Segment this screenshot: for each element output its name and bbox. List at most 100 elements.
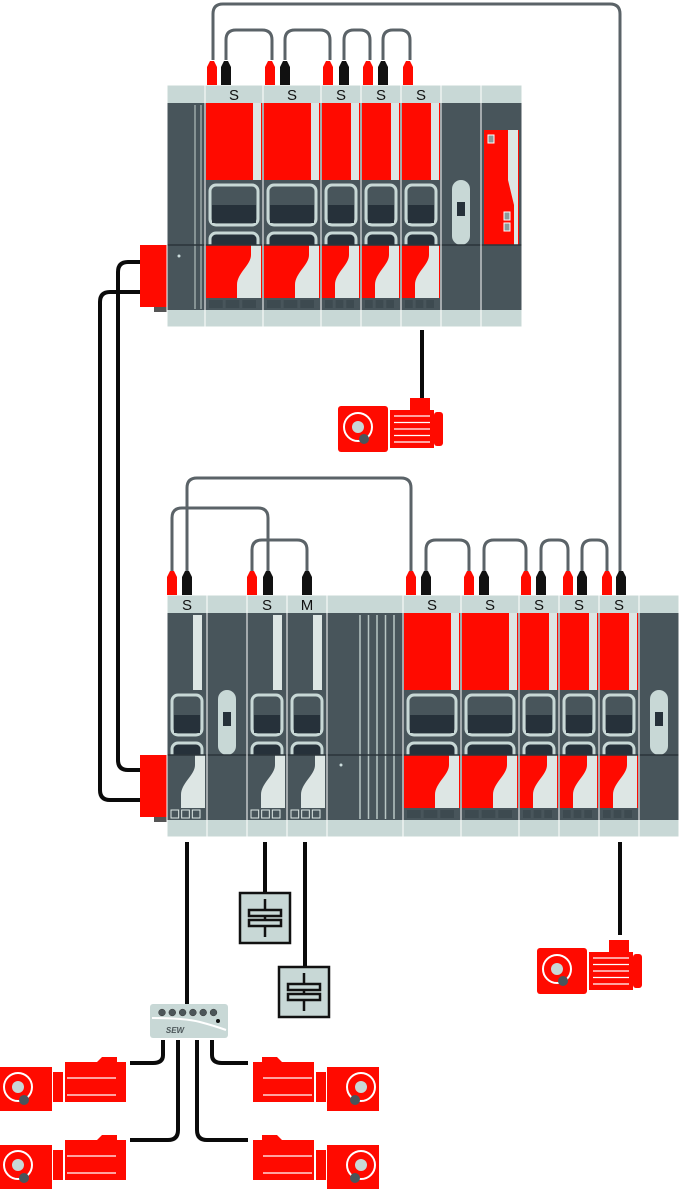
link-cable [580,538,609,572]
plug-body [339,61,349,85]
bottom-band [167,310,205,327]
gear-ring [346,1150,376,1180]
terminal [250,809,260,819]
link-cable [342,28,372,60]
bottom-band [403,820,461,837]
bottom-band [559,820,599,837]
motor-body [65,1057,126,1102]
port-icon [158,1008,166,1017]
port-icon [189,1008,197,1017]
cover-shape [613,755,637,808]
module-label: S [182,597,192,614]
link-cable [250,538,309,572]
bottom-band [361,310,401,327]
red-plug-icon [602,571,612,595]
link-cable [381,28,412,60]
display-shade [410,715,454,733]
handle-slot [457,202,465,216]
plug-body [421,571,431,595]
shaft [355,1159,367,1171]
terminal [325,300,333,308]
terminal [386,300,394,308]
terminal [225,300,240,308]
display-shade [254,715,280,733]
terminal [290,809,300,819]
black-plug-icon [421,571,431,595]
led-icon [487,134,495,144]
plug-body [403,61,413,85]
sew-distribution-box: SEW [150,1004,228,1038]
bolt [350,1173,360,1183]
bottom-band [207,820,247,837]
shaft [12,1159,24,1171]
shaft [355,1081,367,1093]
bottom-band [167,820,207,837]
gear-ring [346,1072,376,1102]
label-band [519,595,559,613]
terminal [365,300,373,308]
terminal [423,810,438,818]
label-band [401,85,441,103]
cover-shape [573,755,597,808]
terminal [544,810,552,818]
status-strip [313,615,322,690]
terminal [283,300,298,308]
label-band [327,595,403,613]
cover-shape [261,755,285,808]
red-plug-icon [403,61,413,85]
module-red: S [204,84,264,328]
link-cable [224,28,274,60]
indicator-dot [339,763,343,767]
plug-body [479,571,489,595]
label-band [263,85,321,103]
plug-body [521,571,531,595]
plug-body [563,571,573,595]
bottom-band [401,310,441,327]
plug-body [577,571,587,595]
motor-cable [210,1040,248,1065]
capacitor-plate [247,908,283,918]
module-axis: M [286,594,328,838]
plug-body [221,61,231,85]
flange [316,1072,326,1102]
bolt [350,1095,360,1105]
dc-link-cable [116,260,142,772]
shaft [352,421,364,433]
panel-strip [351,103,359,180]
terminal [407,810,421,818]
terminal [375,300,384,308]
module-red: S [402,594,462,838]
red-plug-icon [563,571,573,595]
label-band [247,595,287,613]
gear-motor-icon [338,398,443,452]
plug-body [378,61,388,85]
plug-body [363,61,373,85]
module-stripes [326,594,404,838]
cover-shape [493,755,517,808]
terminal [465,810,479,818]
plug-body [536,571,546,595]
module-red: S [360,84,402,328]
terminal [209,300,223,308]
red-plug-icon [207,61,217,85]
signal-cables [170,2,622,572]
display-shade [294,715,320,733]
terminal [170,809,180,819]
port-icon [503,222,511,232]
bottom-band [327,820,403,837]
terminal [613,810,622,818]
plug-body [207,61,217,85]
label-band [167,85,205,103]
cover-shape [237,245,261,298]
motor-body [253,1135,314,1180]
dc-link-cable [98,290,142,802]
status-strip [273,615,282,690]
cover-shape [415,245,439,298]
module-axis: S [166,594,208,838]
terminal [498,810,512,818]
label-band [559,595,599,613]
module-red: S [558,594,600,838]
red-plug-icon [265,61,275,85]
cover-shape [375,245,399,298]
bottom-band [481,310,522,327]
